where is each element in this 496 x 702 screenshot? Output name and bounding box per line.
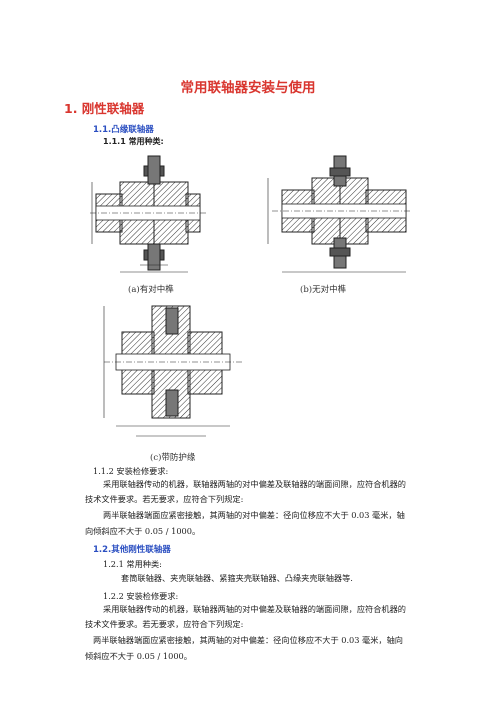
paragraph-2-line-2: 向倾斜应不大于 0.05 / 1000。 bbox=[85, 526, 201, 536]
paragraph-4-line-2: 倾斜应不大于 0.05 / 1000。 bbox=[85, 651, 192, 661]
section-heading-1-2: 1.2.其他刚性联轴器 bbox=[93, 545, 171, 555]
figure-c-drawing bbox=[103, 305, 242, 437]
types-list: 套筒联轴器、夹壳联轴器、紧箍夹壳联轴器、凸缘夹壳联轴器等. bbox=[121, 573, 353, 583]
subheading-1-2-1: 1.2.1 常用种类: bbox=[103, 559, 162, 569]
section-heading-1: 1. 刚性联轴器 bbox=[64, 101, 145, 116]
figure-b-drawing bbox=[267, 155, 412, 273]
figure-b-caption: (b)无对中榫 bbox=[300, 285, 347, 295]
subheading-1-2-2: 1.2.2 安装检修要求: bbox=[103, 591, 179, 601]
paragraph-1-line-2: 技术文件要求。若无要求，应符合下列规定: bbox=[85, 494, 244, 504]
document-title: 常用联轴器安装与使用 bbox=[180, 80, 316, 96]
paragraph-3-line-1: 采用联轴器传动的机器，联轴器两轴的对中偏差及联轴器的端面间隙，应符合机器的 bbox=[103, 604, 406, 614]
paragraph-2-line-1: 两半联轴器端面应紧密接触，其两轴的对中偏差：径向位移应不大于 0.03 毫米，轴 bbox=[103, 510, 405, 520]
paragraph-3-line-2: 技术文件要求。若无要求，应符合下列规定: bbox=[85, 619, 244, 629]
paragraph-4-line-1: 两半联轴器端面应紧密接触，其两轴的对中偏差：径向位移应不大于 0.03 毫米，轴… bbox=[93, 635, 403, 645]
figure-c-caption: (c)带防护缘 bbox=[150, 453, 196, 463]
figure-a-drawing bbox=[90, 155, 206, 273]
subheading-1-1-2: 1.1.2 安装检修要求: bbox=[93, 466, 169, 476]
section-heading-1-1: 1.1.凸缘联轴器 bbox=[93, 125, 154, 135]
paragraph-1-line-1: 采用联轴器传动的机器，联轴器两轴的对中偏差及联轴器的端面间隙，应符合机器的 bbox=[103, 479, 406, 489]
section-heading-1-1-1: 1.1.1 常用种类: bbox=[103, 137, 164, 146]
figure-a-caption: (a)有对中榫 bbox=[128, 285, 174, 295]
